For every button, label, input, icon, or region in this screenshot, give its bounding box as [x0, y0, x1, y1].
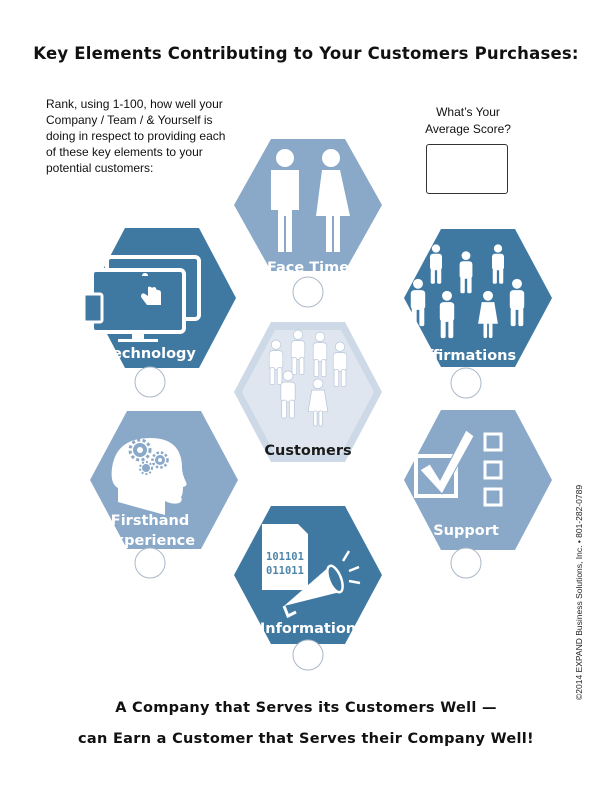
hex-firsthand-experience: Firsthand Experience — [90, 411, 238, 579]
copyright-text-container: ©2014 EXPAND Business Solutions, Inc. • … — [574, 485, 584, 710]
technology-score-circle[interactable] — [134, 366, 166, 398]
firsthand-experience-score-circle[interactable] — [134, 547, 166, 579]
hex-face-time: Face Time — [234, 139, 382, 308]
page-title: Key Elements Contributing to Your Custom… — [33, 44, 579, 63]
hex-affirmations-shape — [404, 229, 552, 367]
information-code-line-1: 101101 — [266, 551, 304, 563]
instructions-text: Rank, using 1-100, how well your Company… — [46, 97, 226, 175]
hex-firsthand-experience-label-1: Firsthand — [111, 513, 189, 529]
hex-support-shape — [404, 410, 552, 550]
support-score-circle[interactable] — [450, 547, 482, 579]
footer-line-2: can Earn a Customer that Serves their Co… — [78, 731, 534, 747]
average-score-line1: What’s Your — [436, 105, 500, 119]
average-score-line2: Average Score? — [425, 122, 511, 136]
average-score-label: What’s Your Average Score? — [412, 104, 524, 138]
hex-information: 101101 011011 Information — [234, 506, 382, 671]
hex-face-time-label: Face Time — [267, 260, 349, 276]
checklist-icon — [414, 429, 503, 507]
copyright-text: ©2014 EXPAND Business Solutions, Inc. • … — [574, 484, 584, 700]
information-code-line-2: 011011 — [266, 565, 304, 577]
hex-information-label: Information — [260, 621, 356, 637]
hex-firsthand-experience-label-2: Experience — [105, 533, 195, 549]
hex-technology-label: Technology — [104, 346, 196, 362]
average-score-input-box[interactable] — [426, 144, 508, 194]
hex-support: Support — [404, 410, 552, 579]
hex-technology: Technology — [82, 228, 236, 398]
head-gears-icon — [111, 438, 187, 515]
hex-affirmations: Affirmations — [404, 229, 552, 399]
information-score-circle[interactable] — [292, 639, 324, 671]
hex-customers: Customers — [234, 322, 382, 462]
affirmations-score-circle[interactable] — [450, 367, 482, 399]
document-megaphone-icon: 101101 011011 — [262, 524, 361, 619]
people-pair-icon — [271, 149, 350, 252]
hex-customers-label: Customers — [264, 443, 351, 459]
hex-affirmations-label: Affirmations — [416, 348, 516, 364]
footer-line-1: A Company that Serves its Customers Well… — [115, 700, 497, 716]
monitor-touch-icon — [82, 255, 201, 342]
hex-support-label: Support — [433, 523, 499, 539]
face-time-score-circle[interactable] — [292, 276, 324, 308]
hex-face-time-shape — [234, 139, 382, 271]
